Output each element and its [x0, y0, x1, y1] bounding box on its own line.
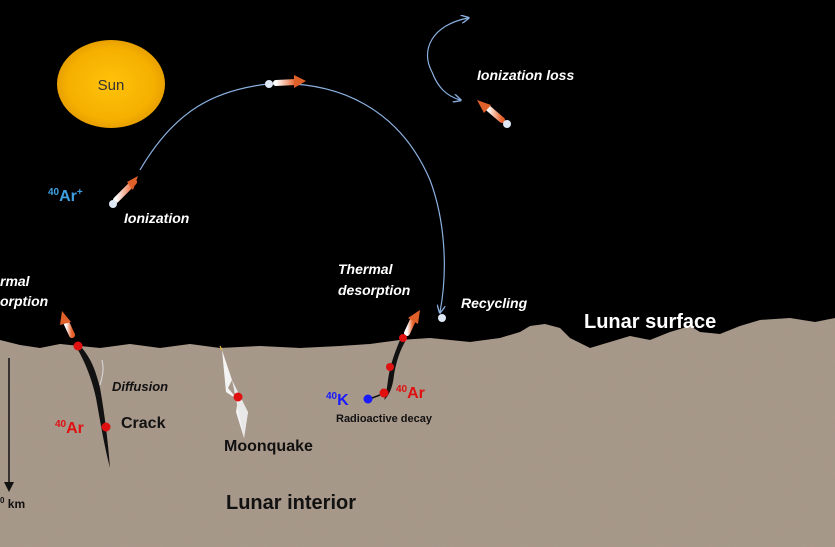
thermal-desorption-label-1: Thermal: [338, 261, 394, 277]
diffusion-arrow: [99, 359, 104, 386]
recycling-label: Recycling: [461, 295, 528, 311]
argon-atom-decay-top: [399, 334, 407, 342]
ionization-loss-arrow-lower: [431, 71, 460, 100]
argon-crack-label: 40Ar: [55, 419, 84, 437]
potassium-atom: [363, 394, 373, 404]
sun-label: Sun: [98, 77, 125, 94]
ion-trajectory-arc: [139, 83, 444, 312]
argon-atom-crack: [101, 422, 111, 432]
argon-ion-top-particle: [265, 75, 306, 88]
moonquake-fracture: [219, 345, 248, 438]
moonquake-label: Moonquake: [224, 438, 313, 455]
lunar-interior-label: Lunar interior: [226, 492, 356, 514]
thermal-desorption-right-particle: [404, 310, 420, 336]
argon-atom-decay: [379, 388, 389, 398]
ionization-loss-arrow-upper: [427, 18, 469, 73]
decay-crack: [384, 340, 406, 400]
thermal-desorption-left-label-1: rmal: [0, 273, 31, 289]
ionization-loss-particle: [477, 100, 511, 128]
argon-atom-decay-mid: [386, 363, 394, 371]
lunar-surface-label: Lunar surface: [584, 311, 716, 333]
argon-ion-label: 40Ar+: [48, 187, 83, 205]
thermal-desorption-label-2: desorption: [338, 282, 410, 298]
crack-label: Crack: [121, 415, 166, 432]
thermal-desorption-left-label-2: orption: [0, 293, 48, 309]
argon-ion-particle: [109, 176, 138, 208]
decay-arrow: [371, 394, 381, 399]
lunar-regolith: [0, 318, 835, 547]
crack: [78, 348, 110, 468]
depth-arrow-head: [4, 482, 14, 492]
sun: [57, 40, 165, 128]
ionization-loss-label: Ionization loss: [477, 67, 574, 83]
argon-atom-crack-top: [73, 341, 83, 351]
depth-label: 0 km: [0, 496, 25, 511]
potassium-label: 40K: [326, 391, 349, 409]
argon-decay-label: 40Ar: [396, 384, 425, 402]
ionization-label: Ionization: [124, 210, 189, 226]
diffusion-label: Diffusion: [112, 379, 168, 394]
radioactive-decay-label: Radioactive decay: [336, 413, 433, 425]
recycling-particle: [438, 314, 446, 322]
thermal-desorption-left-particle: [60, 311, 75, 338]
